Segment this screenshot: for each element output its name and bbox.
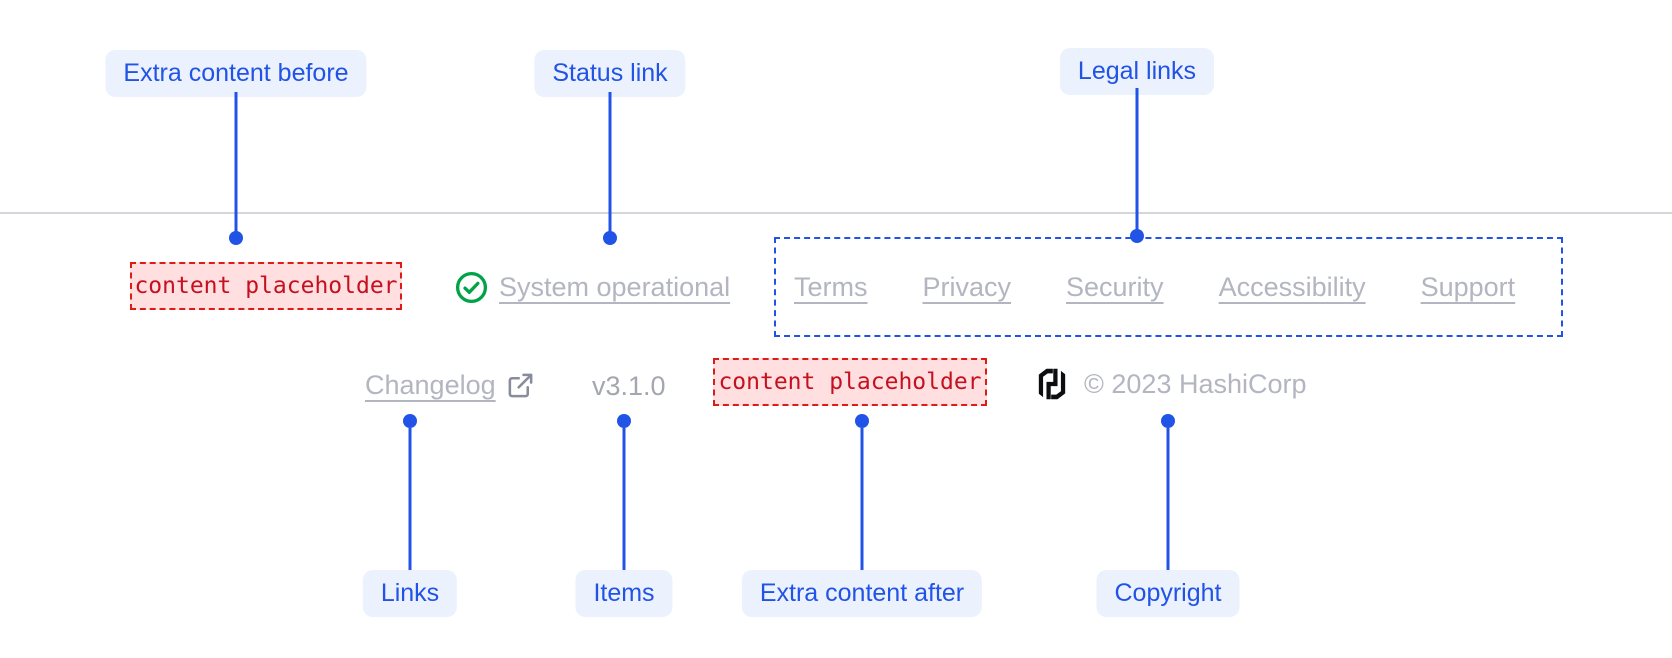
legal-link-accessibility[interactable]: Accessibility [1218,271,1366,302]
annotation-line [608,92,612,232]
placeholder-text: content placeholder [718,369,982,395]
annotation-dot [229,231,243,245]
copyright-text: © 2023 HashiCorp [1084,368,1307,399]
legal-link-support[interactable]: Support [1420,271,1516,302]
version-text: v3.1.0 [592,371,666,401]
annotation-label: Status link [534,50,686,97]
annotation-label: Extra content after [741,570,983,617]
annotation-dot [1130,229,1144,243]
annotation-line [860,428,864,570]
annotation-label: Legal links [1059,48,1215,95]
changelog-link[interactable]: Changelog [365,368,535,402]
legal-links-group: Terms Privacy Security Accessibility Sup… [774,237,1563,337]
check-circle-icon [455,271,488,304]
placeholder-text: content placeholder [134,273,398,299]
annotation-dot [617,414,631,428]
annotation-dot [1161,414,1175,428]
annotation-label: Copyright [1096,570,1240,617]
annotation-line [234,92,238,232]
annotation-dot [403,414,417,428]
external-link-icon [506,371,535,400]
annotation-dot [855,414,869,428]
extra-content-after-placeholder: content placeholder [713,358,987,406]
legal-link-privacy[interactable]: Privacy [922,271,1012,302]
annotation-label: Extra content before [105,50,367,97]
status-link[interactable]: System operational [455,270,730,304]
annotation-line [408,428,412,570]
annotation-line [1166,428,1170,570]
hashicorp-logo-icon [1035,366,1069,402]
changelog-link-label[interactable]: Changelog [365,369,496,400]
legal-link-terms[interactable]: Terms [794,271,868,302]
extra-content-before-placeholder: content placeholder [130,262,402,310]
annotation-label: Items [575,570,673,617]
legal-link-security[interactable]: Security [1066,271,1164,302]
copyright-group: © 2023 HashiCorp [1035,365,1307,403]
annotation-label: Links [362,570,458,617]
annotation-line [1135,88,1139,230]
annotation-dot [603,231,617,245]
footer-top-divider [0,212,1672,214]
annotation-line [622,428,626,570]
status-link-label[interactable]: System operational [499,271,731,302]
